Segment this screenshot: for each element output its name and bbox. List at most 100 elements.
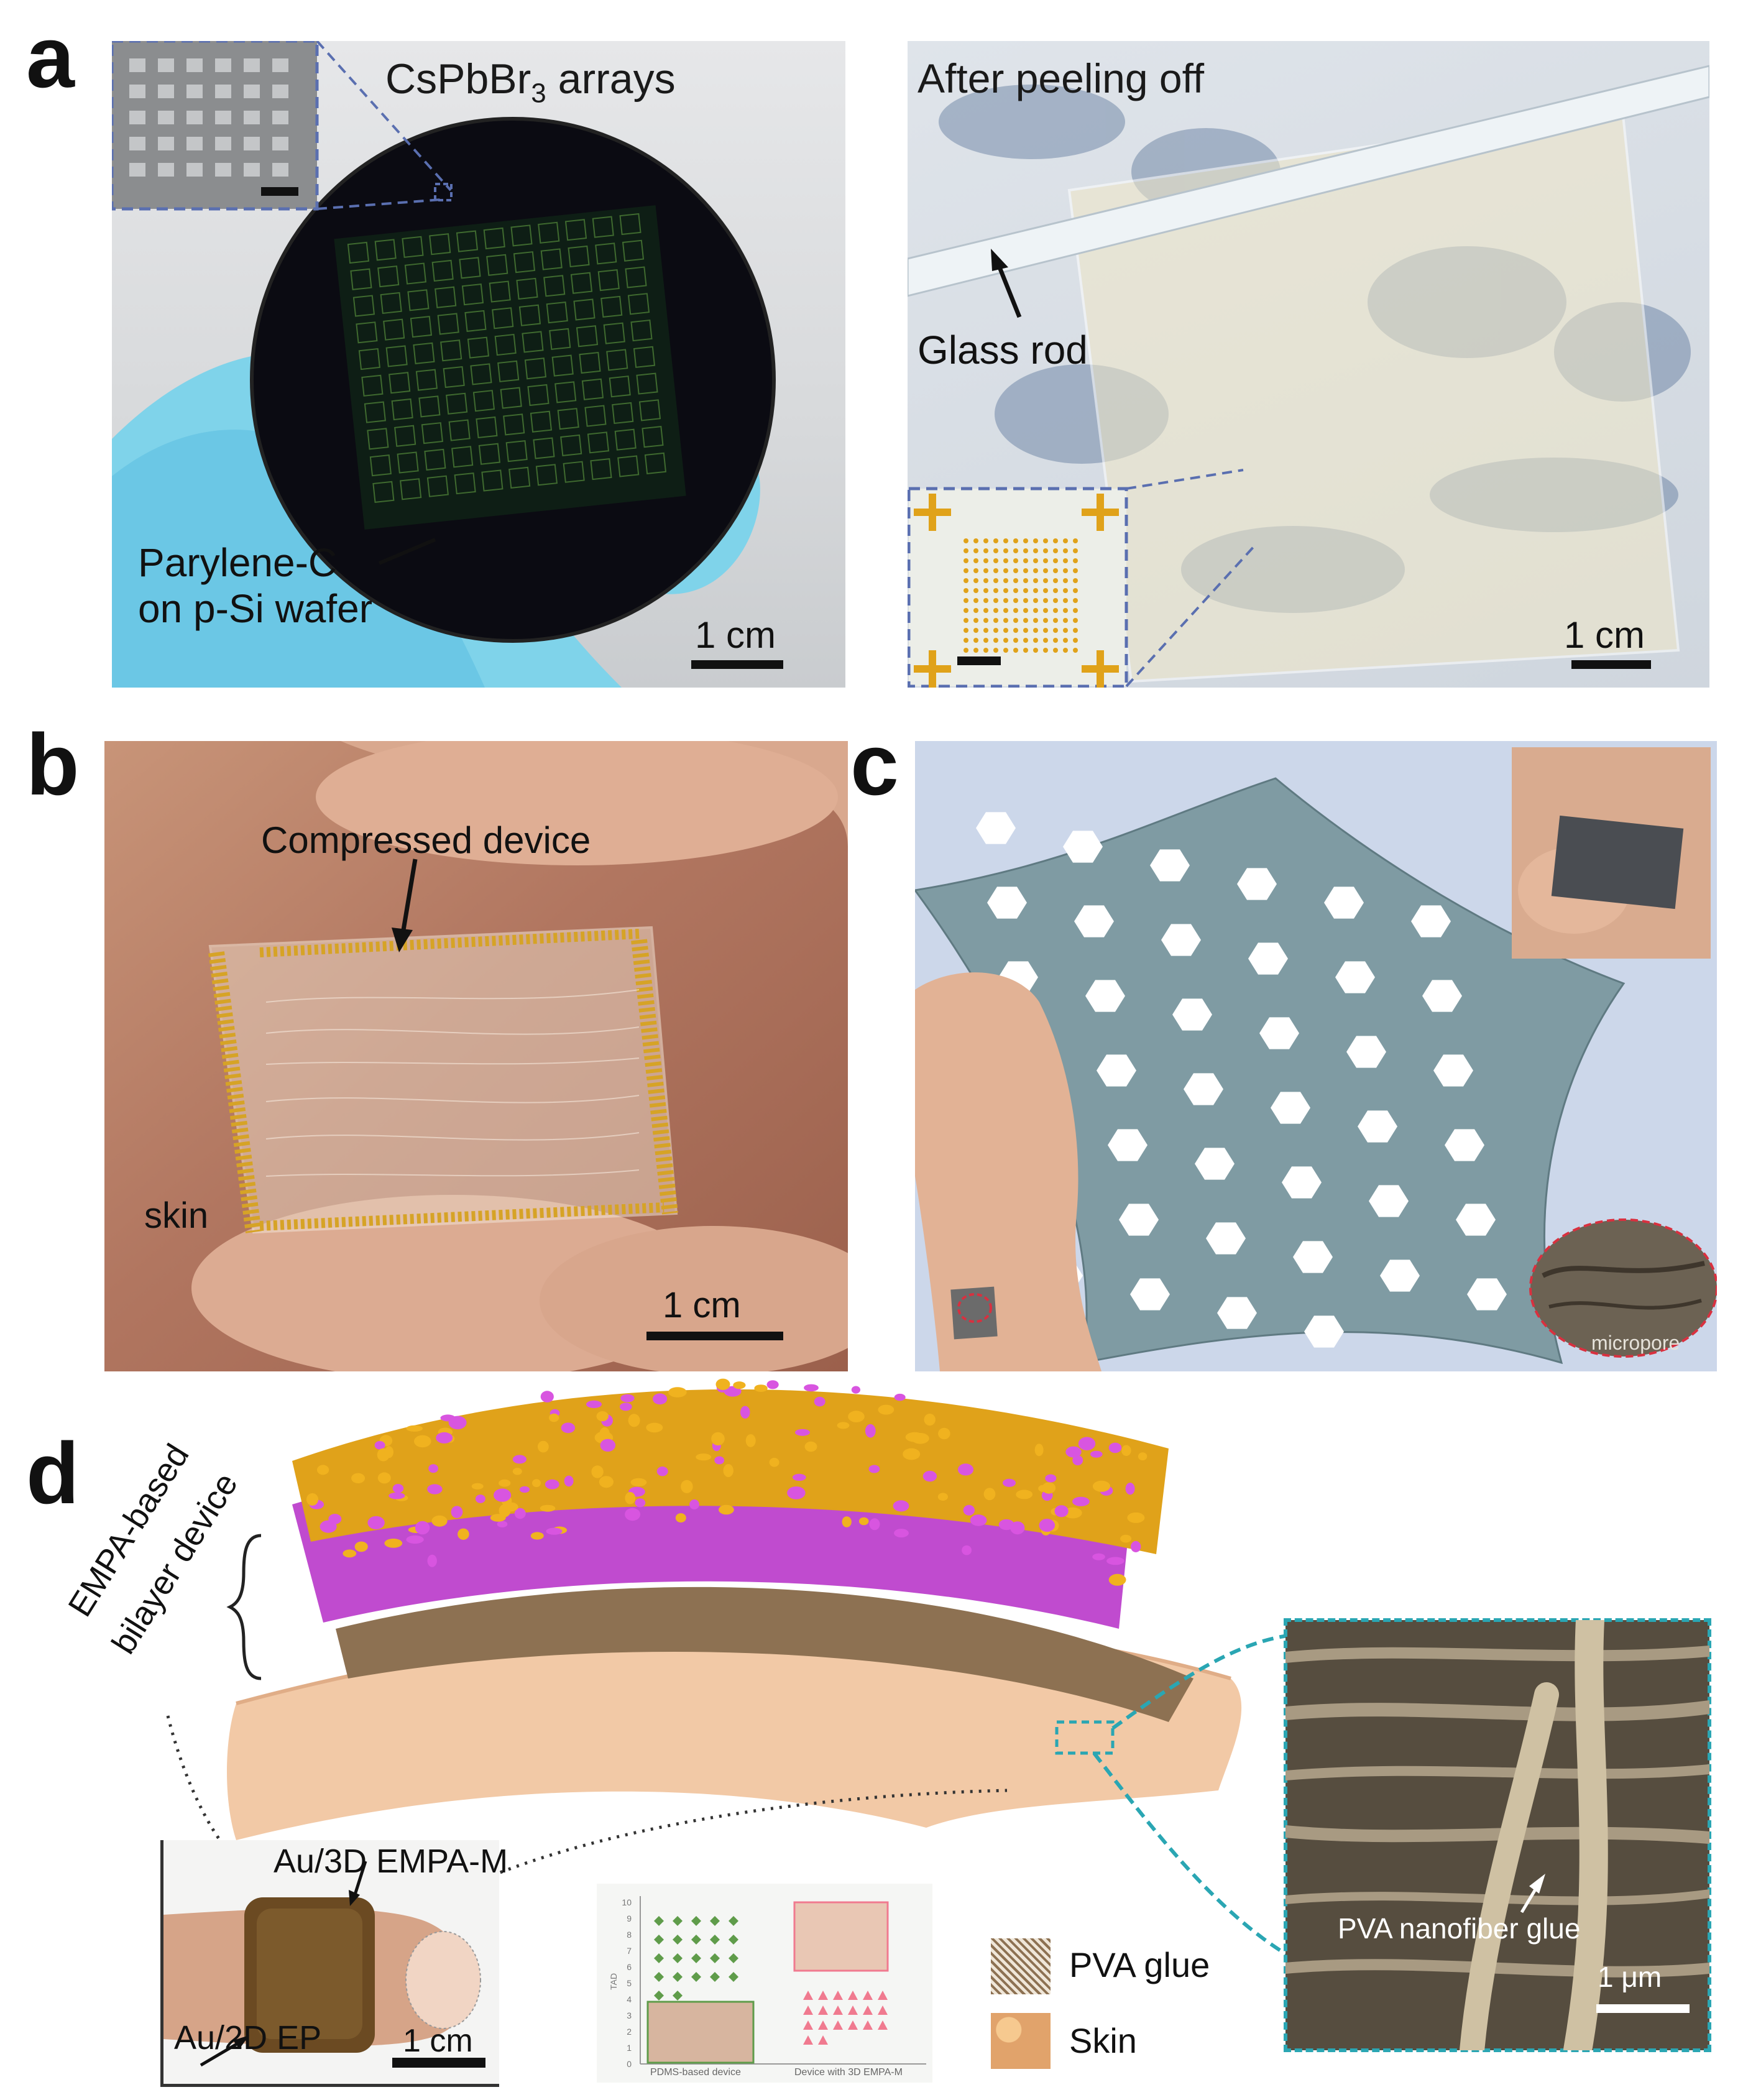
electrode-dot [1073,648,1078,653]
mesh-hole [1358,1110,1397,1143]
electrode-dot [963,538,968,543]
electrode-dot [1013,568,1018,573]
array-cell [638,399,661,421]
electrode-dot [1003,568,1008,573]
electrode-dot [1053,628,1058,633]
tad-marker-pdms [654,1991,664,2001]
nanoparticle [1016,1490,1033,1499]
tad-marker-empa [833,2006,843,2015]
nanoparticle [599,1431,609,1445]
electrode-dot [1033,568,1038,573]
electrode-dot [1053,588,1058,593]
nanoparticle [983,1488,996,1501]
nanoparticle [374,1441,385,1450]
sem-pad [215,58,231,72]
electrode-dot [1003,628,1008,633]
array-cell [415,369,438,391]
tad-marker-empa [848,2006,858,2015]
sem-pad [129,85,145,98]
nanoparticle [1131,1540,1141,1552]
array-cell [633,346,656,368]
nanoparticle [766,1380,779,1389]
electrode-dot [1053,618,1058,623]
nanoparticle [384,1539,403,1548]
electrode-dot [983,628,988,633]
electrode-dot [963,588,968,593]
sem-pad [129,137,145,150]
electrode-dot [1043,548,1048,553]
electrode-dot [963,648,968,653]
tad-marker-pdms [710,1916,720,1926]
nanoparticle [653,1393,668,1405]
array-cell [564,219,587,241]
electrode-dot [963,558,968,563]
electrode-dot [1063,608,1068,613]
tad-marker-empa [818,2006,828,2015]
array-cell [437,313,459,335]
nanoparticle [367,1516,385,1530]
array-cell [374,239,397,261]
electrode-dot [1073,568,1078,573]
nanoparticle [911,1433,929,1444]
electrode-dot [1023,588,1028,593]
nanoparticle [427,1484,443,1494]
array-cell [587,431,610,454]
electrode-dot [1053,638,1058,643]
mesh-hole [976,812,1016,844]
skin-device-art [191,741,848,1371]
electrode-dot [1013,618,1018,623]
electrode-dot [1003,558,1008,563]
nanoparticle [1041,1526,1051,1536]
mesh-hole [1172,998,1212,1031]
electrode-dot [1003,618,1008,623]
tad-marker-pdms [691,1916,701,1926]
electrode-dot [1023,648,1028,653]
mesh-hole [1304,1315,1344,1348]
nanoparticle [512,1455,527,1464]
array-cell [540,248,563,270]
array-cell [383,318,405,341]
electrode-dot [1063,648,1068,653]
electrode-dot [1023,628,1028,633]
nanoparticle [343,1549,357,1558]
tad-marker-pdms [710,1953,720,1963]
sem-pad [272,137,288,150]
sem-pad [186,85,203,98]
sem-pad [186,163,203,177]
electrode-dot [1013,538,1018,543]
sem-pad [272,58,288,72]
nanoparticle [754,1384,768,1393]
sem-pad [215,85,231,98]
array-cell [609,375,631,398]
array-cell [535,464,558,486]
tad-marker-empa [803,2006,813,2015]
electrode-dot [1073,558,1078,563]
nanoparticle [922,1470,937,1482]
electrode-dot [983,588,988,593]
tad-y-tick: 2 [627,2027,632,2037]
electrode-dot [983,638,988,643]
nanoparticle [1039,1519,1055,1532]
array-title: CsPbBr3 arrays [385,55,676,109]
electrode-dot [1063,538,1068,543]
array-cell [407,289,430,311]
electrode-dot [1033,548,1038,553]
electrode-dot [1073,588,1078,593]
nanoparticle [316,1465,329,1475]
electrode-dot [1003,648,1008,653]
mesh-hole [1467,1278,1507,1310]
nanoparticle [596,1411,609,1422]
mesh-hole [1259,1017,1299,1049]
array-cell [503,413,525,436]
nanoparticle [848,1411,865,1422]
tad-marker-pdms [729,1953,738,1963]
tad-marker-pdms [691,1953,701,1963]
electrode-dot [1023,538,1028,543]
nanoparticle [787,1486,806,1499]
electrode-dot [1043,648,1048,653]
tad-y-tick: 8 [627,1930,632,1940]
nanoparticle [406,1425,423,1432]
nanoparticle [1065,1446,1082,1458]
array-cell [538,221,560,244]
electrode-dot [1063,588,1068,593]
